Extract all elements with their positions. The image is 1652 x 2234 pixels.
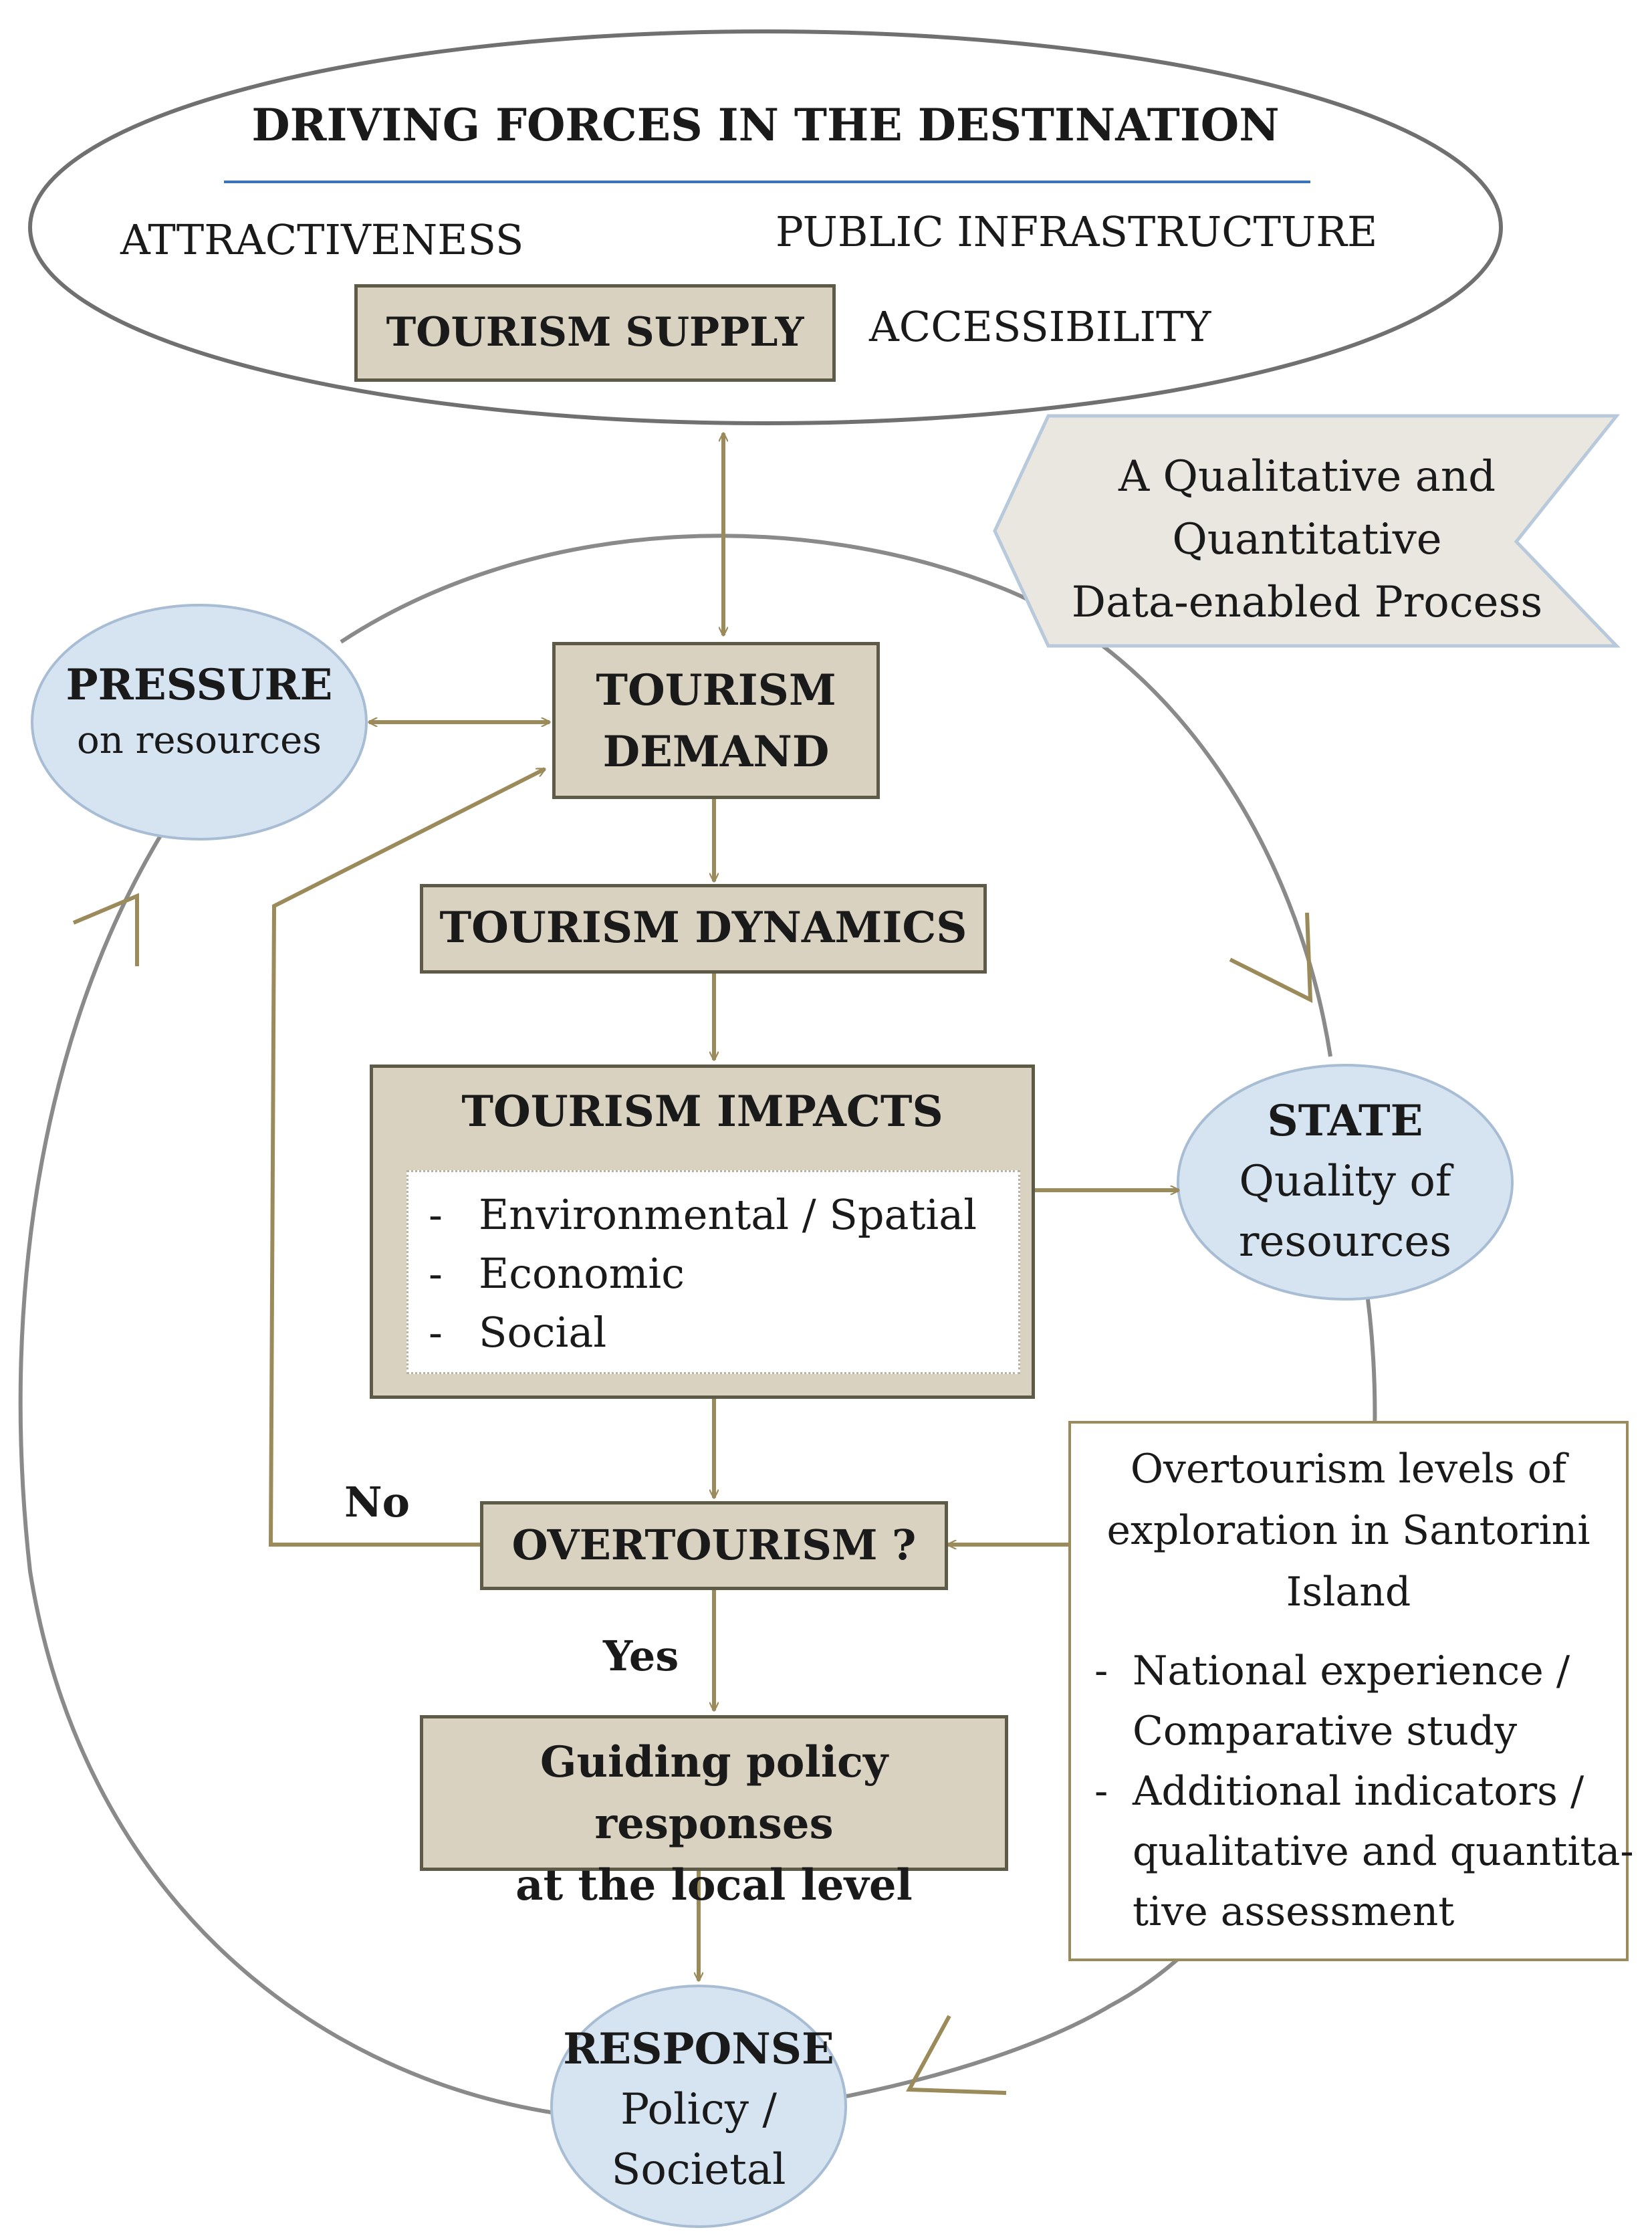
impact-dash-1: - — [429, 1190, 443, 1239]
overtourism-box: OVERTOURISM ? — [480, 1501, 948, 1590]
santorini-line-3: Island — [1286, 1569, 1411, 1615]
dpsir-cycle-response-to-pressure — [18, 834, 556, 2115]
santorini-bullet-2-line-3: tive assessment — [1133, 1888, 1455, 1935]
cycle-chevron-right — [1229, 912, 1313, 1003]
santorini-bullet-2-line-2: qualitative and quantita- — [1133, 1828, 1634, 1875]
tourism-dynamics-box: TOURISM DYNAMICS — [420, 884, 987, 974]
response-title: RESPONSE — [563, 2024, 834, 2074]
state-text: STATE Quality of resources — [1178, 1091, 1512, 1272]
overtourism-label: OVERTOURISM ? — [511, 1521, 917, 1569]
tourism-impacts-title: TOURISM IMPACTS — [461, 1087, 943, 1137]
response-line-2: Societal — [611, 2145, 786, 2195]
guiding-policy-box: Guiding policy responses at the local le… — [420, 1715, 1008, 1910]
driving-forces-title: DRIVING FORCES IN THE DESTINATION — [251, 99, 1280, 151]
pressure-title: PRESSURE — [66, 660, 333, 710]
impacts-items: Environmental / Spatial Economic Social — [479, 1186, 977, 1362]
tourism-supply-label: TOURISM SUPPLY — [386, 309, 804, 356]
tourism-demand-line-2: DEMAND — [602, 727, 830, 777]
cycle-chevron-left — [72, 893, 139, 966]
santorini-dash-2: - — [1094, 1768, 1108, 1815]
santorini-dashes: - - — [1094, 1641, 1108, 1821]
impacts-dashes: - - - — [429, 1186, 443, 1362]
state-circle — [1177, 1064, 1514, 1301]
santorini-line-1: Overtourism levels of — [1130, 1446, 1567, 1492]
tourism-dynamics-label: TOURISM DYNAMICS — [439, 903, 967, 953]
public-infrastructure-label: PUBLIC INFRASTRUCTURE — [776, 207, 1378, 256]
santorini-heading: Overtourism levels of exploration in San… — [1071, 1438, 1626, 1623]
callout-line-2: Quantitative — [1172, 515, 1442, 564]
guiding-policy-line-2: at the local level — [515, 1860, 913, 1910]
attractiveness-label: ATTRACTIVENESS — [120, 215, 524, 264]
pressure-text: PRESSURE on resources — [32, 655, 366, 766]
santorini-bullet-1-line-2: Comparative study — [1133, 1708, 1518, 1755]
state-title: STATE — [1267, 1096, 1423, 1146]
accessibility-label: ACCESSIBILITY — [869, 302, 1211, 351]
santorini-bullet-2-line-1: Additional indicators / — [1133, 1768, 1584, 1815]
tourism-supply-box: TOURISM SUPPLY — [354, 284, 836, 382]
arrow-no-loop — [268, 767, 545, 1547]
santorini-dash-spacer — [1094, 1701, 1108, 1761]
santorini-box: Overtourism levels of exploration in San… — [1068, 1421, 1634, 1961]
impact-item-social: Social — [479, 1308, 607, 1357]
santorini-dash-1: - — [1094, 1648, 1108, 1694]
cycle-chevron-bottom — [906, 2015, 1007, 2095]
santorini-bullets: National experience / Comparative study … — [1133, 1641, 1634, 1942]
yes-label: Yes — [603, 1632, 679, 1680]
callout-shape — [993, 414, 1621, 648]
response-line-1: Policy / — [620, 2085, 777, 2134]
tourism-demand-box: TOURISM DEMAND — [552, 642, 880, 799]
response-text: RESPONSE Policy / Societal — [552, 2019, 846, 2200]
impact-dash-3: - — [429, 1308, 443, 1357]
state-line-2: resources — [1238, 1217, 1452, 1266]
pressure-circle — [31, 604, 368, 841]
no-label: No — [344, 1478, 410, 1527]
santorini-line-2: exploration in Santorini — [1106, 1507, 1590, 1554]
state-line-1: Quality of — [1239, 1157, 1451, 1206]
response-circle — [550, 1985, 847, 2228]
callout-line-3: Data-enabled Process — [1071, 578, 1543, 627]
santorini-bullet-1-line-1: National experience / — [1133, 1648, 1570, 1694]
impact-item-environmental: Environmental / Spatial — [479, 1190, 977, 1239]
impact-item-economic: Economic — [479, 1249, 685, 1298]
tourism-impacts-list: - - - Environmental / Spatial Economic S… — [406, 1170, 1020, 1374]
callout-text: A Qualitative and Quantitative Data-enab… — [1030, 445, 1584, 634]
dpsir-cycle-top — [340, 534, 1332, 1057]
impact-dash-2: - — [429, 1249, 443, 1298]
pressure-subtitle: on resources — [76, 719, 322, 762]
callout-line-1: A Qualitative and — [1118, 452, 1496, 501]
tourism-demand-line-1: TOURISM — [596, 665, 836, 715]
guiding-policy-line-1: Guiding policy responses — [540, 1737, 889, 1849]
